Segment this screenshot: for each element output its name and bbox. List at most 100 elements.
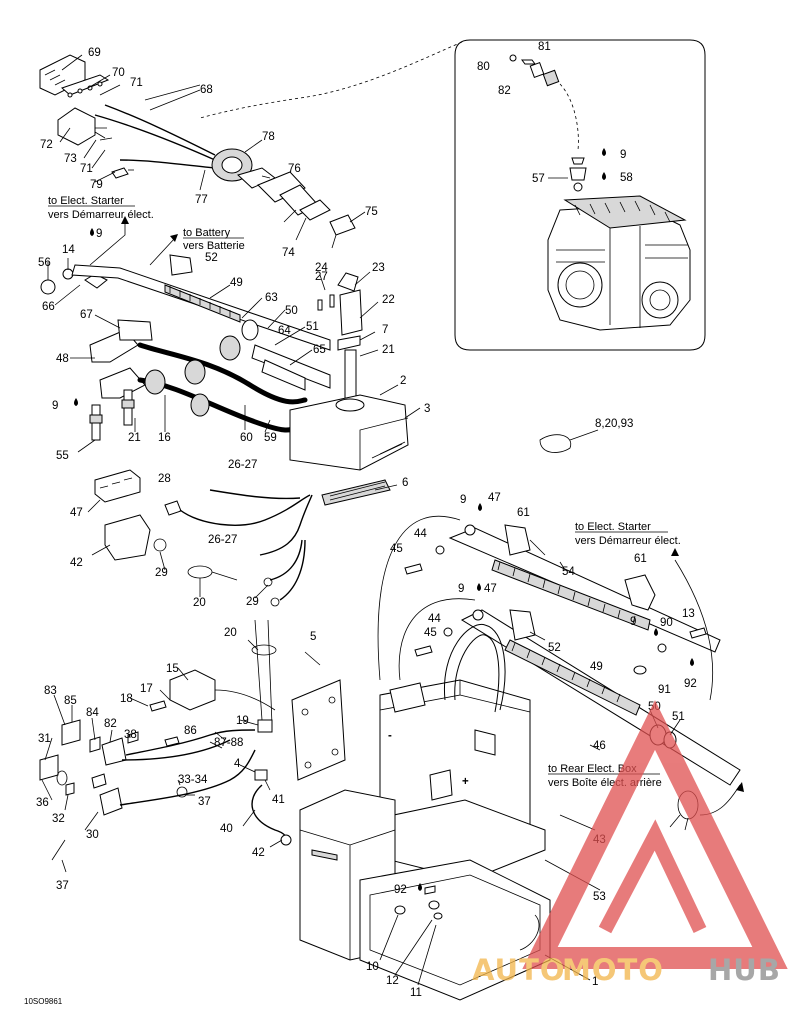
callout-9c: 9 — [52, 400, 58, 412]
callout-44a: 44 — [414, 528, 427, 540]
callout-10: 10 — [366, 961, 379, 973]
leader-lines — [41, 54, 689, 986]
callout-73: 73 — [64, 153, 77, 165]
callout-6: 6 — [402, 477, 408, 489]
callout-71: 71 — [130, 77, 143, 89]
watermark-text-hub: HUB — [708, 953, 781, 987]
callout-52b: 51 — [672, 711, 685, 723]
callout-11: 11 — [410, 987, 422, 999]
callout-91: 91 — [658, 684, 671, 696]
note-battery-en: to Battery — [183, 227, 231, 239]
callout-77: 77 — [195, 194, 208, 206]
callout-5: 5 — [310, 631, 316, 643]
callout-9e: 9 — [458, 583, 464, 595]
callout-87-88: 86 — [184, 725, 197, 737]
callout-12: 12 — [386, 975, 399, 987]
callout-24: 23 — [372, 262, 385, 274]
callout-41: 42 — [252, 847, 265, 859]
callout-65: 65 — [313, 344, 326, 356]
callout-30: 30 — [86, 829, 99, 841]
callout-68: 68 — [200, 84, 213, 96]
callout-13: 13 — [682, 608, 695, 620]
callout-32: 32 — [52, 813, 65, 825]
relays-lower-left — [39, 619, 346, 861]
callout-14: 14 — [62, 244, 75, 256]
callout-45b: 45 — [424, 627, 437, 639]
ref-code: 10SO9861 — [24, 997, 63, 1006]
callout-85: 84 — [86, 707, 99, 719]
callout-numbers: 69 70 71 68 72 73 71 79 77 78 76 75 74 8… — [36, 41, 697, 999]
callout-9a: 9 — [620, 149, 626, 161]
callout-17: 17 — [140, 683, 153, 695]
callout-62b: 61 — [634, 553, 647, 565]
callout-80: 80 — [477, 61, 490, 73]
callout-71b: 71 — [80, 163, 93, 175]
callout-35: 36 — [36, 797, 49, 809]
callout-40: 41 — [272, 794, 285, 806]
callout-20b: 20 — [224, 627, 237, 639]
note-starter-left-fr: vers Démarreur élect. — [48, 209, 154, 221]
callout-74: 74 — [282, 247, 295, 259]
callout-89: 87-88 — [214, 737, 243, 749]
callout-51a: 50 — [285, 305, 298, 317]
callout-92b: 92 — [394, 884, 407, 896]
callout-86: 85 — [64, 695, 77, 707]
callout-18: 18 — [120, 693, 133, 705]
callout-58: 57 — [532, 173, 545, 185]
callout-62a: 61 — [517, 507, 530, 519]
callout-42: 42 — [70, 557, 83, 569]
note-starter-right-fr: vers Démarreur élect. — [575, 535, 681, 547]
callout-28: 28 — [158, 473, 171, 485]
callout-50b: 49 — [590, 661, 603, 673]
callout-21: 21 — [128, 432, 141, 444]
note-battery-fr: vers Batterie — [183, 240, 245, 252]
callout-22: 21 — [382, 344, 395, 356]
callout-92a: 92 — [684, 678, 697, 690]
callout-90: 90 — [660, 617, 673, 629]
callout-29a: 29 — [155, 567, 168, 579]
callout-70: 70 — [112, 67, 125, 79]
callout-50a: 49 — [230, 277, 243, 289]
callout-60: 59 — [264, 432, 277, 444]
callout-83: 82 — [104, 718, 117, 730]
harness-mid — [94, 469, 391, 607]
callout-59: 58 — [620, 172, 633, 184]
callout-72: 72 — [40, 139, 53, 151]
callout-8-20-93: 8,20,93 — [595, 418, 633, 430]
callout-4: 4 — [234, 758, 241, 770]
callout-49: 48 — [56, 353, 69, 365]
callout-2: 2 — [400, 375, 406, 387]
callout-31: 31 — [38, 733, 51, 745]
callout-64: 64 — [278, 325, 291, 337]
watermark: AUTO MOTO HUB — [472, 700, 788, 987]
callout-45a: 45 — [390, 543, 403, 555]
callout-53a: 52 — [205, 252, 218, 264]
callout-84: 83 — [44, 685, 57, 697]
callout-54: 53 — [593, 891, 606, 903]
note-starter-right-en: to Elect. Starter — [575, 521, 651, 533]
callout-55: 54 — [562, 566, 575, 578]
callout-61: 60 — [240, 432, 253, 444]
callout-36: 37 — [198, 796, 211, 808]
battery-minus-sign: - — [388, 730, 392, 742]
note-rear-box-en: to Rear Elect. Box — [548, 763, 637, 775]
callout-19: 19 — [236, 715, 249, 727]
callout-29b: 29 — [246, 596, 259, 608]
callout-63: 63 — [265, 292, 278, 304]
note-starter-left-en: to Elect. Starter — [48, 195, 124, 207]
callout-26-27a: 26-27 — [228, 459, 257, 471]
callout-78: 78 — [262, 131, 275, 143]
callout-15: 16 — [158, 432, 171, 444]
callout-3: 3 — [424, 403, 430, 415]
callout-67: 67 — [80, 309, 93, 321]
callout-52a: 51 — [306, 321, 319, 333]
callout-1: 1 — [592, 976, 598, 988]
battery-assembly: - + — [299, 623, 551, 1001]
note-rear-box-fr: vers Boîte élect. arrière — [548, 777, 662, 789]
notes: to Elect. Starter vers Démarreur élect. … — [24, 195, 681, 1006]
callout-9f: 9 — [630, 616, 636, 628]
callout-9b: 9 — [96, 228, 102, 240]
callout-20a: 20 — [193, 597, 206, 609]
callout-82: 82 — [498, 85, 511, 97]
